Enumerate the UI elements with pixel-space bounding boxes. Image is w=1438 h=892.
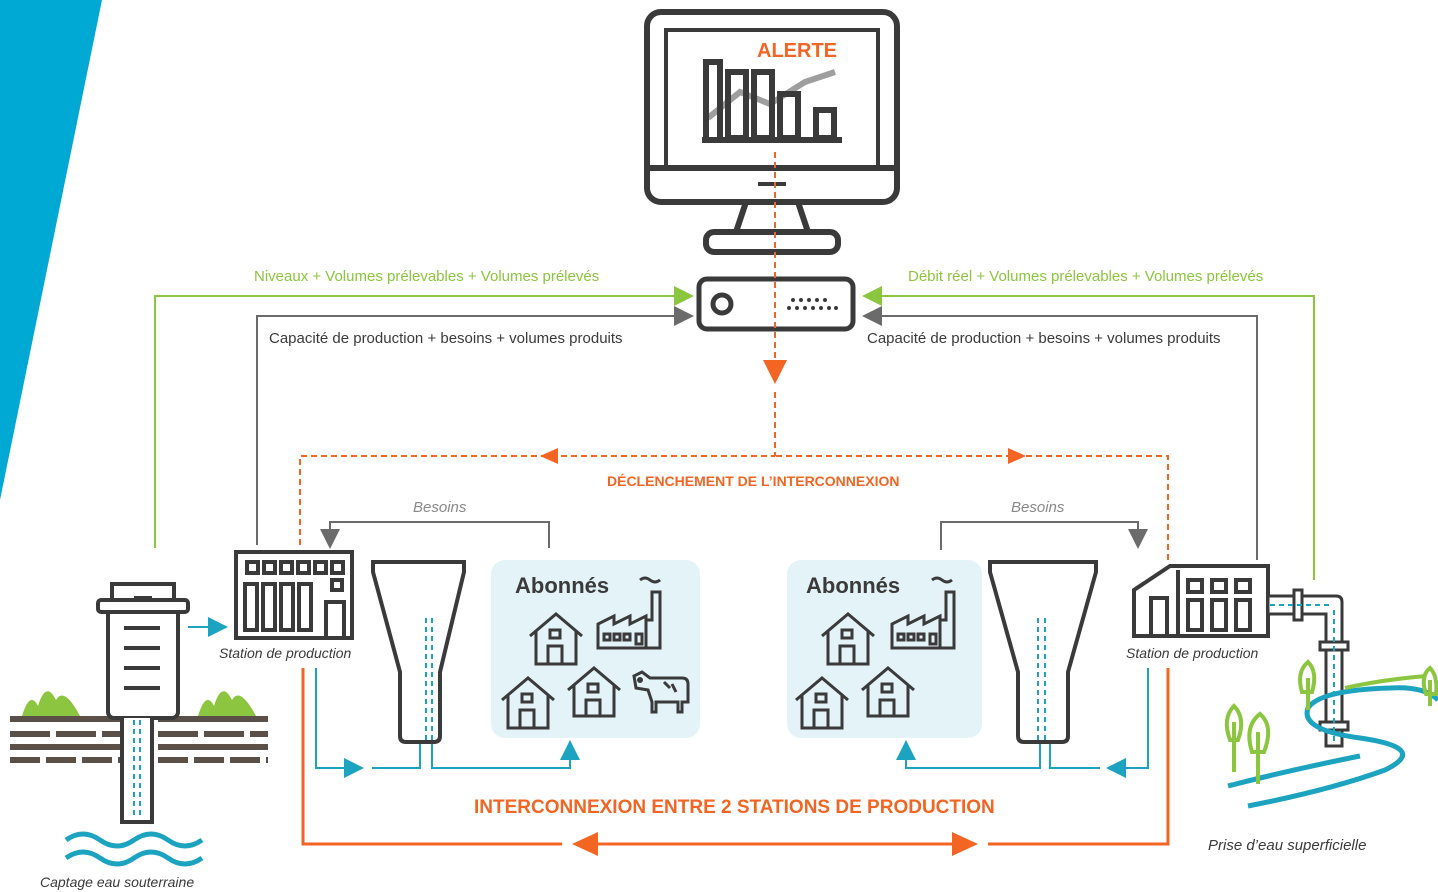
needs-label-right: Besoins: [1011, 499, 1065, 516]
gray-flow-right: [862, 306, 1258, 560]
trigger-arrow-left: [540, 448, 558, 464]
cow-icon: [632, 670, 690, 714]
distribution-right-3: [896, 740, 1041, 769]
tree-icon: [1224, 659, 1438, 784]
trigger-arrow-right: [1008, 448, 1026, 464]
right-green-flow-label: Débit réel + Volumes prélevables + Volum…: [908, 268, 1264, 285]
station-right-icon: [1132, 564, 1270, 638]
left-green-flow-label: Niveaux + Volumes prélevables + Volumes …: [254, 268, 600, 285]
interconnect-line-right: [988, 668, 1170, 846]
subscribers-panel-right: [787, 560, 982, 738]
interconnect-label: INTERCONNEXION ENTRE 2 STATIONS DE PRODU…: [474, 797, 995, 818]
distribution-left-1: [315, 668, 364, 778]
station-left-icon: [234, 550, 354, 640]
river-icon: [1227, 685, 1438, 809]
interconnect-arrowhead-left: [572, 832, 598, 856]
station-label-left: Station de production: [219, 645, 352, 661]
green-flow-right: [862, 286, 1315, 580]
right-gray-flow-label: Capacité de production + besoins + volum…: [867, 330, 1221, 347]
distribution-left-3: [431, 740, 580, 769]
accent-band: [0, 0, 102, 500]
groundwater-well-icon: [10, 582, 268, 867]
left-gray-flow-label: Capacité de production + besoins + volum…: [269, 330, 623, 347]
needs-line-right: [940, 521, 1148, 550]
distribution-left-2: [372, 744, 421, 769]
house-icon: [501, 612, 915, 730]
monitor-chart-icon: [702, 59, 842, 143]
gray-flow-left: [256, 306, 694, 545]
intake-pipe-icon: [1266, 588, 1350, 748]
subscribers-title-left: Abonnés: [515, 573, 610, 598]
trigger-label: DÉCLENCHEMENT DE L’INTERCONNEXION: [607, 473, 900, 489]
trigger-line-right: [775, 455, 1169, 560]
water-tower-left-icon: [371, 560, 466, 744]
trigger-line-left: [299, 455, 775, 545]
water-tower-right-icon: [988, 560, 1098, 744]
monitor-icon: [644, 9, 900, 255]
factory-icon: [596, 576, 956, 650]
needs-line-left: [320, 521, 550, 549]
source-label-left: Captage eau souterraine: [40, 874, 195, 890]
source-label-right: Prise d’eau superficielle: [1208, 837, 1367, 854]
subscribers-title-right: Abonnés: [806, 573, 901, 598]
distribution-right-2: [1049, 744, 1100, 769]
needs-label-left: Besoins: [413, 499, 467, 516]
alert-label: ALERTE: [757, 40, 837, 62]
green-flow-left: [154, 286, 694, 548]
station-label-right: Station de production: [1126, 645, 1259, 661]
interconnect-line-left: [301, 668, 562, 846]
distribution-right-1: [1106, 668, 1149, 778]
interconnect-arrowhead-right: [952, 832, 978, 856]
